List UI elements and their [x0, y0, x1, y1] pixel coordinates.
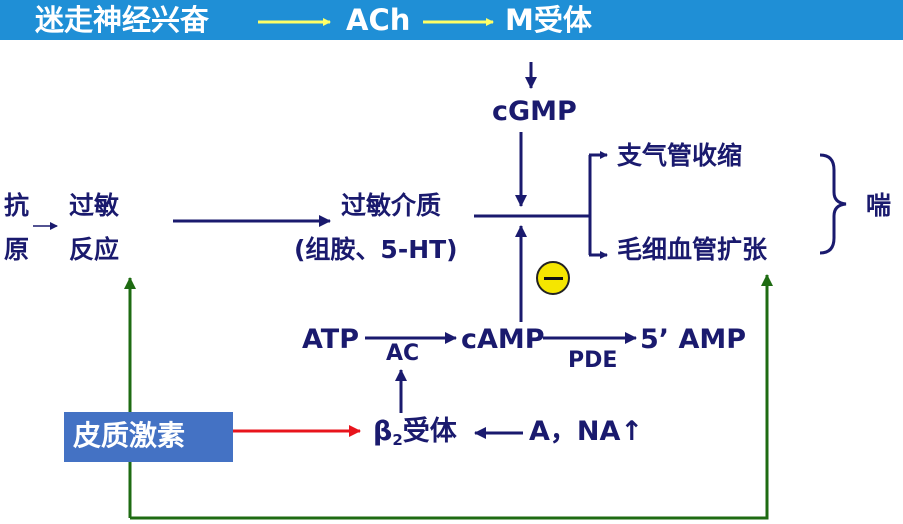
- m-receptor-label: M受体: [505, 3, 592, 37]
- asthma-brace: [819, 153, 847, 255]
- beta2-receptor-label: β2受体: [373, 416, 457, 449]
- pde-label: PDE: [568, 348, 618, 373]
- antigen-label-top: 抗: [4, 191, 30, 220]
- antigen-label-bottom: 原: [4, 235, 30, 264]
- corticosteroid-box: [64, 412, 233, 462]
- vagus-label: 迷走神经兴奋: [35, 3, 210, 37]
- vasodilation-label: 毛细血管扩张: [617, 235, 768, 264]
- atp-label: ATP: [302, 324, 360, 355]
- cgmp-label: cGMP: [492, 96, 577, 127]
- ach-label: ACh: [346, 3, 411, 37]
- ac-label: AC: [386, 341, 420, 366]
- inhibition-symbol: [536, 261, 570, 295]
- mediator-examples-label: (组胺、5-HT): [294, 235, 458, 264]
- title-banner: [0, 0, 903, 40]
- adrenaline-label: A，NA↑: [529, 416, 644, 447]
- mediator-label: 过敏介质: [341, 191, 442, 220]
- asthma-label: 喘: [866, 191, 892, 220]
- allergy-label-top: 过敏: [69, 191, 120, 220]
- allergy-label-bottom: 反应: [69, 235, 120, 264]
- green-inhibition-path-right: [130, 274, 773, 520]
- bronchoconstriction-label: 支气管收缩: [617, 141, 743, 170]
- corticosteroid-label: 皮质激素: [73, 419, 186, 452]
- amp-label: 5’ AMP: [640, 324, 746, 355]
- camp-label: cAMP: [461, 324, 545, 355]
